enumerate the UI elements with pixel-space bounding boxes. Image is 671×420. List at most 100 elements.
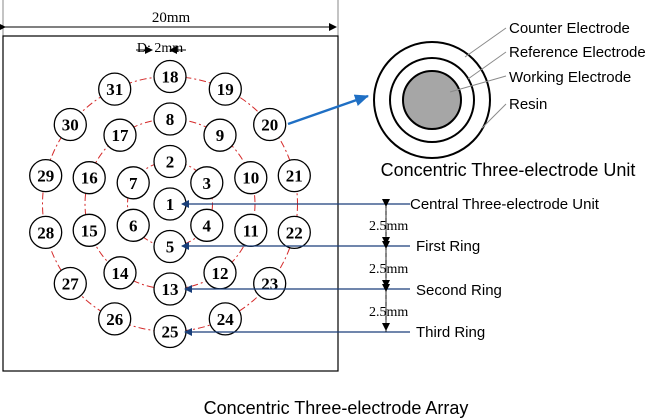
electrode-number: 9 [216, 126, 225, 145]
electrode-number: 18 [162, 68, 179, 87]
working-electrode-disk [402, 70, 462, 130]
electrode-27: 27 [53, 266, 87, 301]
electrode-number: 6 [129, 216, 138, 235]
electrode-20: 20 [253, 107, 287, 142]
electrode-array: 1234567891011121314151617181920212223242… [29, 59, 311, 349]
electrode-circle [116, 166, 150, 200]
electrode-number: 5 [166, 238, 175, 257]
electrode-circle [234, 161, 268, 195]
label-resin: Resin [509, 96, 547, 113]
concentric-unit: Counter Electrode Reference Electrode Wo… [373, 20, 646, 180]
electrode-18: 18 [153, 59, 187, 94]
electrode-circle [103, 118, 137, 152]
electrode-number: 13 [162, 280, 179, 299]
electrode-circle [277, 158, 311, 193]
electrode-number: 31 [106, 80, 123, 99]
label-reference-electrode: Reference Electrode [509, 44, 646, 61]
electrode-number: 24 [217, 310, 235, 329]
electrode-circle [153, 144, 187, 179]
spacing-label-2: 2.5mm [369, 262, 408, 277]
electrode-25: 25 [153, 314, 187, 349]
electrode-15: 15 [72, 213, 106, 247]
electrode-28: 28 [29, 215, 63, 250]
electrode-12: 12 [203, 256, 237, 290]
electrode-number: 21 [286, 167, 303, 186]
electrode-circle [98, 302, 132, 336]
electrode-number: 30 [62, 116, 79, 135]
diameter-dimension-label: D: 2mm [137, 41, 183, 56]
electrode-number: 22 [286, 223, 303, 242]
label-third-ring: Third Ring [416, 324, 485, 341]
electrode-number: 2 [166, 153, 175, 172]
electrode-circle [153, 102, 187, 136]
electrode-number: 25 [162, 323, 179, 342]
electrode-number: 11 [243, 221, 259, 240]
electrode-7: 7 [116, 166, 150, 200]
electrode-circle [103, 256, 137, 290]
spacing-label-1: 2.5mm [369, 219, 408, 234]
electrode-13: 13 [153, 272, 187, 306]
label-working-electrode: Working Electrode [509, 69, 631, 86]
electrode-1: 1 [153, 187, 187, 221]
electrode-2: 2 [153, 144, 187, 179]
electrode-circle [53, 107, 87, 142]
electrode-circle [72, 213, 106, 247]
electrode-29: 29 [29, 158, 63, 193]
spacing-label-3: 2.5mm [369, 305, 408, 320]
electrode-number: 14 [112, 264, 130, 283]
electrode-5: 5 [153, 229, 187, 264]
electrode-circle [253, 266, 287, 301]
electrode-number: 8 [166, 110, 175, 129]
electrode-circle [98, 72, 132, 106]
electrode-circle [277, 215, 311, 250]
electrode-circle [208, 302, 242, 336]
electrode-number: 28 [37, 223, 54, 242]
electrode-3: 3 [190, 166, 224, 200]
electrode-number: 16 [81, 169, 98, 188]
electrode-circle [29, 158, 63, 193]
zoom-arrow [287, 94, 369, 126]
electrode-10: 10 [234, 161, 268, 195]
label-central-unit: Central Three-electrode Unit [410, 196, 600, 213]
electrode-number: 1 [166, 195, 175, 214]
electrode-14: 14 [103, 256, 137, 290]
electrode-17: 17 [103, 118, 137, 152]
electrode-16: 16 [72, 161, 106, 195]
electrode-circle [72, 161, 106, 195]
electrode-4: 4 [190, 208, 224, 242]
electrode-number: 27 [62, 275, 80, 294]
label-first-ring: First Ring [416, 238, 480, 255]
electrode-number: 7 [129, 174, 138, 193]
electrode-circle [208, 72, 242, 106]
electrode-23: 23 [253, 266, 287, 301]
pointer-lines [181, 200, 410, 336]
electrode-circle [29, 215, 63, 250]
electrode-19: 19 [208, 72, 242, 106]
electrode-22: 22 [277, 215, 311, 250]
electrode-number: 23 [261, 275, 278, 294]
electrode-6: 6 [116, 208, 150, 242]
electrode-26: 26 [98, 302, 132, 336]
electrode-circle [153, 59, 187, 94]
electrode-11: 11 [234, 213, 268, 247]
electrode-30: 30 [53, 107, 87, 142]
electrode-number: 17 [112, 126, 130, 145]
electrode-circle [253, 107, 287, 142]
electrode-number: 3 [203, 174, 212, 193]
diameter-dimension: D: 2mm [136, 41, 186, 56]
electrode-number: 29 [37, 167, 54, 186]
electrode-circle [116, 208, 150, 242]
electrode-31: 31 [98, 72, 132, 106]
array-title: Concentric Three-electrode Array [204, 398, 469, 418]
electrode-circle [190, 208, 224, 242]
electrode-number: 20 [261, 116, 278, 135]
width-dimension-label: 20mm [152, 10, 191, 26]
electrode-number: 19 [217, 80, 234, 99]
unit-title: Concentric Three-electrode Unit [381, 160, 636, 180]
electrode-9: 9 [203, 118, 237, 152]
width-dimension: 20mm [0, 0, 339, 36]
electrode-8: 8 [153, 102, 187, 136]
label-counter-electrode: Counter Electrode [509, 20, 630, 37]
electrode-number: 15 [81, 221, 98, 240]
electrode-number: 10 [242, 169, 259, 188]
